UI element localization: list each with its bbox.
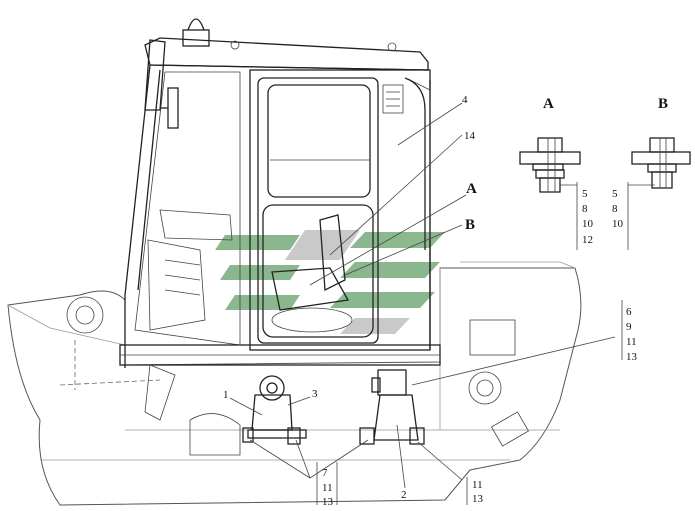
group-part: 11	[626, 336, 637, 348]
bottom-right-group-list: 11 13	[472, 479, 484, 505]
watermark-logo	[215, 230, 445, 334]
right-group-list: 6 9 11 13	[626, 306, 638, 363]
callout-14: 14	[464, 130, 476, 142]
callout-1: 1	[223, 389, 229, 401]
view-a-part: 5	[582, 188, 588, 200]
detail-view-b	[627, 137, 691, 250]
pointer-a-label: A	[466, 181, 477, 197]
view-b-part: 5	[612, 188, 618, 200]
callout-3: 3	[312, 388, 318, 400]
group-part: 13	[626, 351, 638, 363]
view-b-title: B	[658, 96, 668, 112]
group-part: 11	[472, 479, 483, 491]
view-a-part-list: 5 8 10 12	[582, 188, 594, 246]
view-a-part: 10	[582, 218, 594, 230]
group-part: 13	[322, 496, 334, 508]
bottom-left-group-list: 7 11 13	[322, 467, 334, 508]
view-b-part: 10	[612, 218, 624, 230]
view-b-part: 8	[612, 203, 618, 215]
group-part: 7	[322, 467, 328, 479]
cab	[119, 18, 441, 456]
callout-4: 4	[462, 94, 468, 106]
mount-left	[242, 375, 307, 445]
pointer-b-label: B	[465, 217, 475, 233]
group-part: 13	[472, 493, 484, 505]
leader-lines	[229, 102, 623, 505]
callout-labels: 4 14 1 3 2 A B A B	[223, 94, 668, 501]
view-a-part: 12	[582, 234, 593, 246]
detail-view-a	[519, 137, 581, 250]
view-a-part: 8	[582, 203, 588, 215]
callout-2: 2	[401, 489, 407, 501]
view-a-title: A	[543, 96, 554, 112]
mount-right	[359, 369, 425, 445]
group-part: 9	[626, 321, 632, 333]
group-part: 11	[322, 482, 333, 494]
group-part: 6	[626, 306, 632, 318]
view-b-part-list: 5 8 10	[612, 188, 624, 230]
